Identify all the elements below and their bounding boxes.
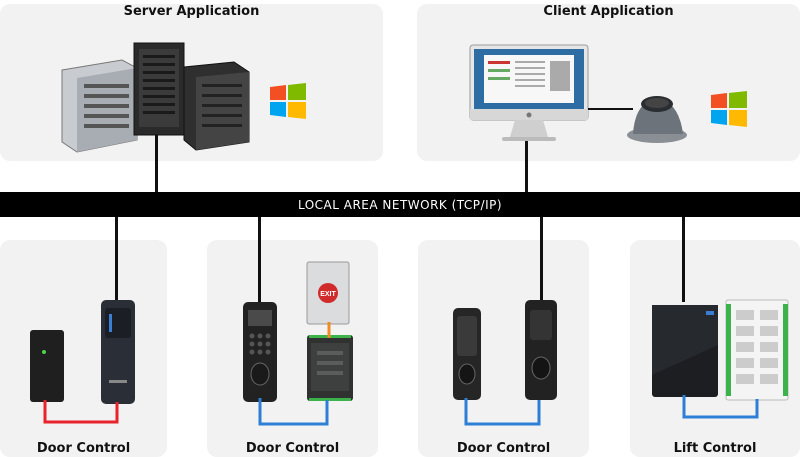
client-application-title: Client Application <box>543 4 674 19</box>
blue-wire-loop <box>682 395 759 419</box>
door-control-title-1: Door Control <box>36 441 131 456</box>
local-area-network-bar: LOCAL AREA NETWORK (TCP/IP) <box>0 192 800 217</box>
door-control-3-cable <box>540 217 543 302</box>
fingerprint-keypad-reader-icon <box>243 302 277 402</box>
server-center <box>133 42 185 136</box>
door-control-panel-3 <box>418 240 589 457</box>
access-reader-tall-icon <box>101 300 135 404</box>
lift-control-cable <box>682 217 685 302</box>
exit-button-icon: EXIT <box>306 261 350 325</box>
orange-wire <box>327 322 331 338</box>
blue-wire-loop <box>258 398 329 426</box>
server-cable <box>155 135 158 195</box>
door-control-2-cable <box>258 217 261 302</box>
windows-logo-icon <box>270 83 306 119</box>
door-control-title-2: Door Control <box>245 441 340 456</box>
red-wire-loop <box>43 400 119 424</box>
client-cable <box>525 140 528 195</box>
lift-card-reader-icon <box>652 305 718 397</box>
fingerprint-scanner-icon <box>627 96 687 143</box>
server-rack-icon <box>61 42 250 153</box>
fingerprint-reader-icon <box>453 308 481 400</box>
lift-control-title: Lift Control <box>673 441 757 456</box>
server-right <box>183 61 250 151</box>
server-application-title: Server Application <box>123 4 260 19</box>
blue-wire-loop <box>464 398 541 426</box>
door-control-title-3: Door Control <box>456 441 551 456</box>
controller-module-icon <box>307 335 353 401</box>
door-control-1-cable <box>115 217 118 302</box>
imac-to-scanner-cable <box>588 108 633 110</box>
fingerprint-reader-icon <box>525 300 557 400</box>
lift-controller-board-icon <box>725 299 789 401</box>
exit-button-label: EXIT <box>320 291 336 298</box>
network-label: LOCAL AREA NETWORK (TCP/IP) <box>297 197 503 212</box>
server-left <box>61 59 138 153</box>
imac-monitor-icon <box>469 44 589 141</box>
card-reader-small-icon <box>30 330 64 402</box>
windows-logo-icon <box>711 91 747 127</box>
